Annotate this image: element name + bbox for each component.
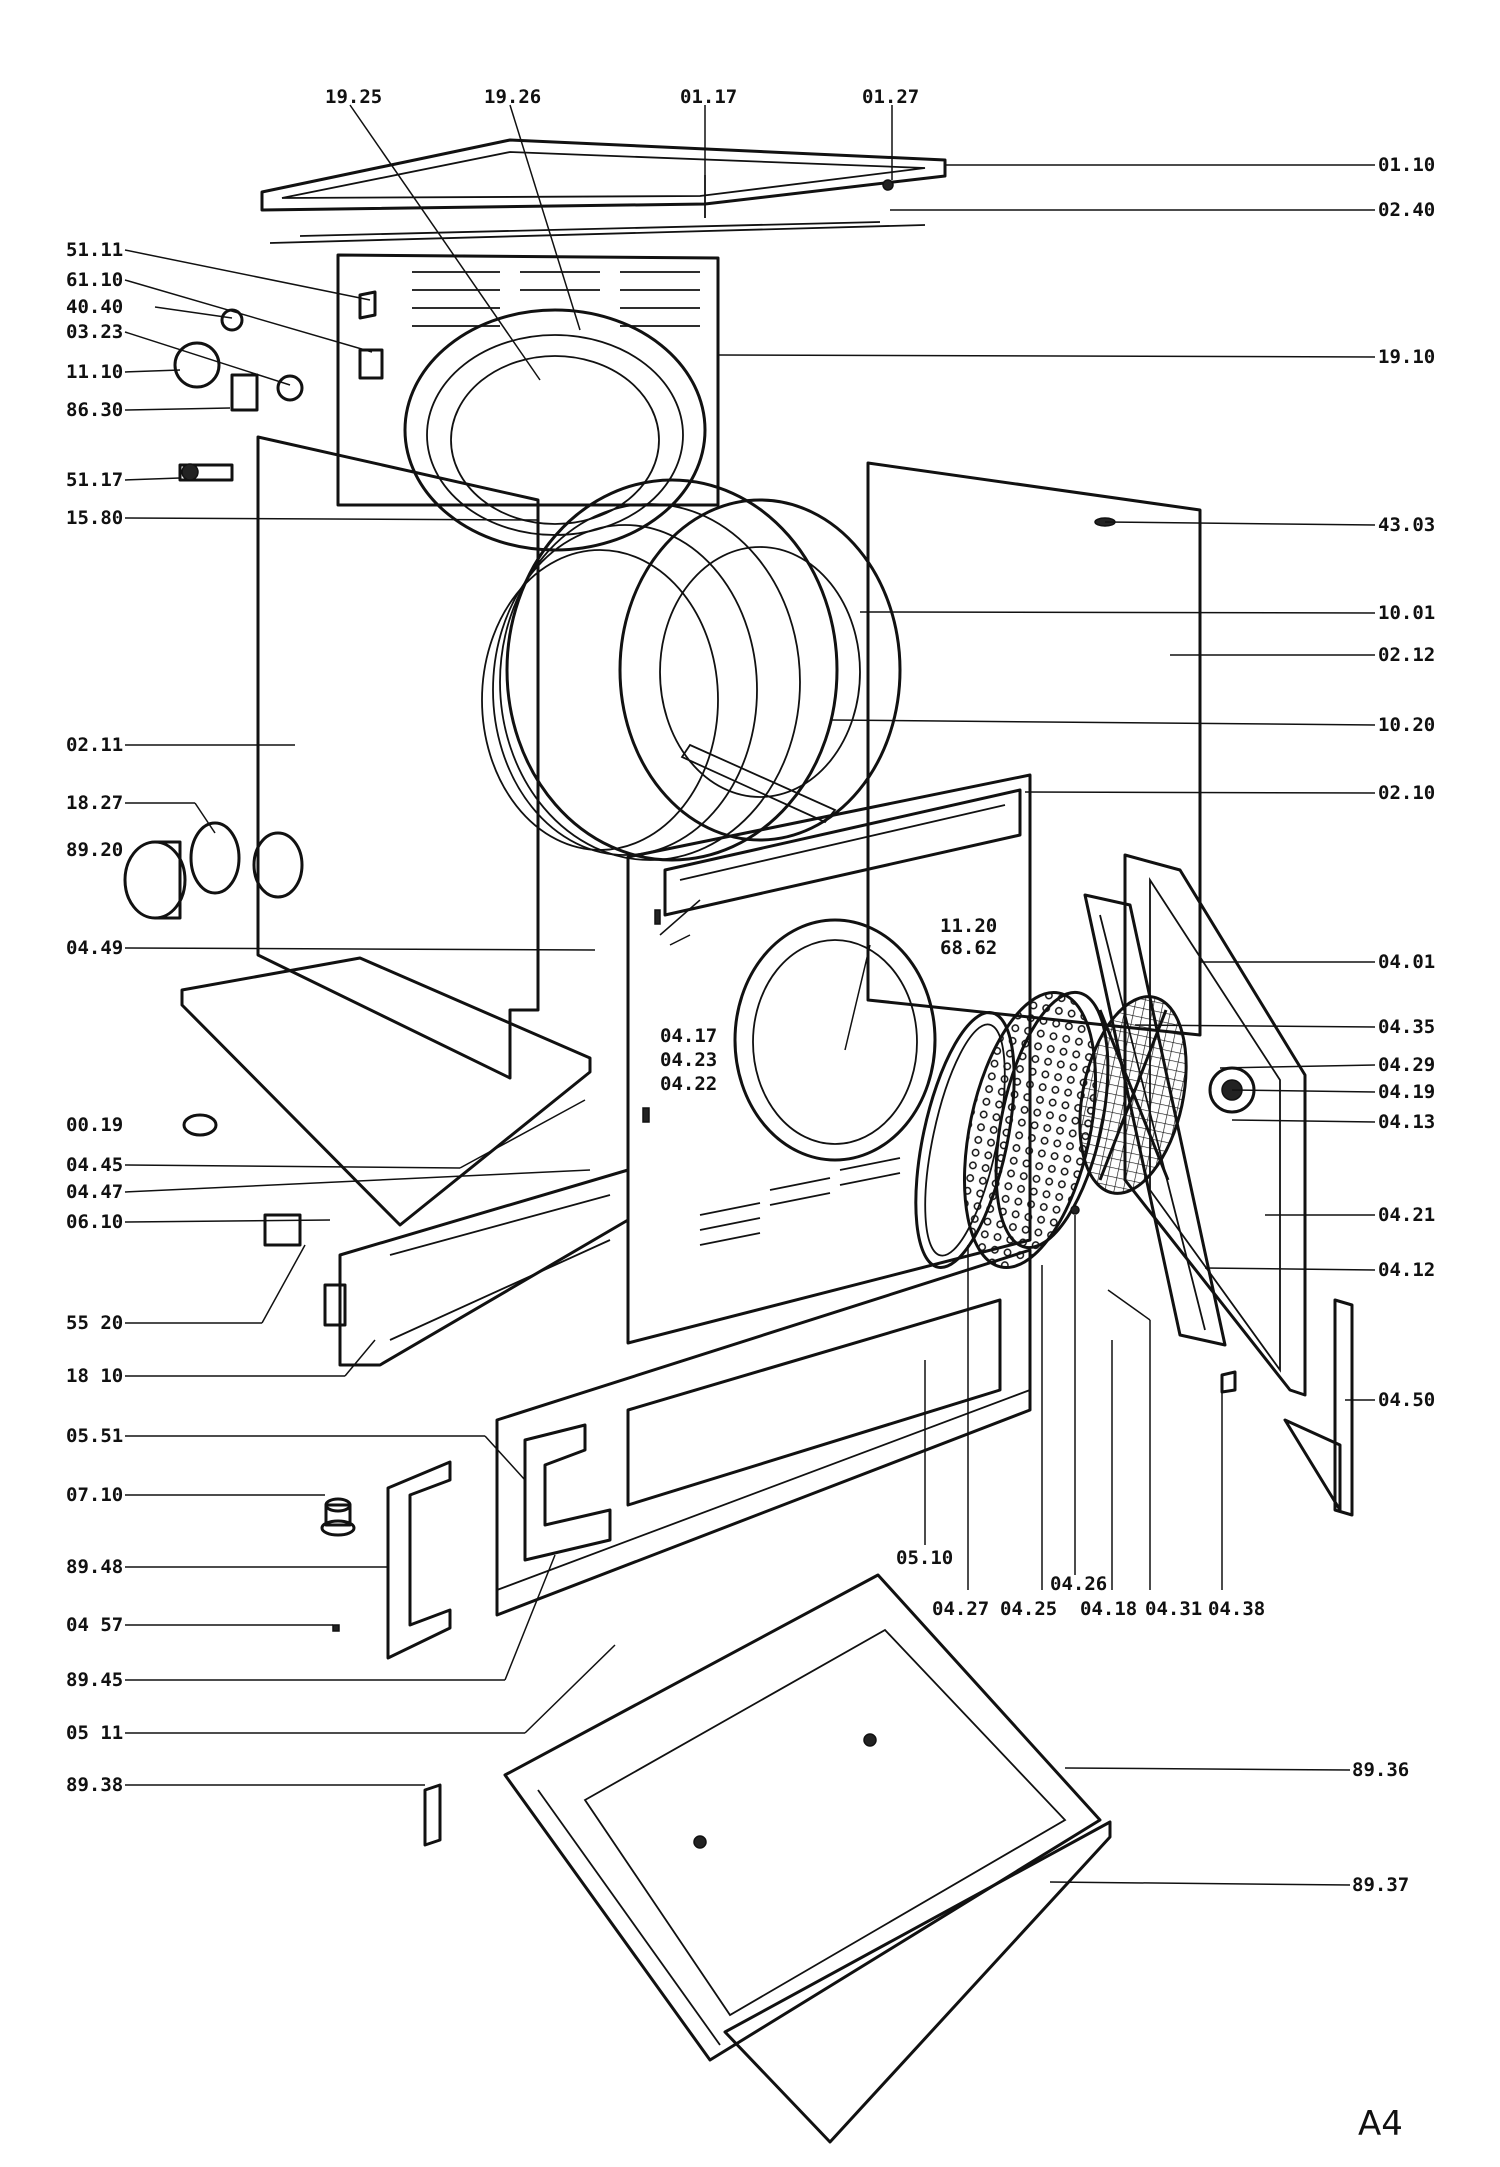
label-00-19: 00.19 [66,1114,123,1136]
label-15-80: 15.80 [66,507,123,529]
label-02-10: 02.10 [1378,782,1435,804]
leader-lines [124,104,1376,1886]
label-89-48: 89.48 [66,1556,123,1578]
label-02-40: 02.40 [1378,199,1435,221]
label-01-17: 01.17 [680,86,737,108]
right-side-panel [866,461,1202,1037]
label-43-03: 43.03 [1378,514,1435,536]
label-19-10: 19.10 [1378,346,1435,368]
bracket [386,1460,452,1660]
base-plate [180,956,592,1227]
label-04-29: 04.29 [1378,1054,1435,1076]
label-04-50: 04.50 [1378,1389,1435,1411]
label-04-31: 04.31 [1145,1598,1202,1620]
stand-frame [503,1573,1102,2062]
label-04-57: 04 57 [66,1614,123,1636]
label-04-01: 04.01 [1378,951,1435,973]
label-01-10: 01.10 [1378,154,1435,176]
label-61-10: 61.10 [66,269,123,291]
label-89-20: 89.20 [66,839,123,861]
label-89-37: 89.37 [1352,1874,1409,1896]
label-04-13: 04.13 [1378,1111,1435,1133]
label-19-26: 19.26 [484,86,541,108]
fan-grille [1078,995,1188,1195]
label-04-35: 04.35 [1378,1016,1435,1038]
top-cover [260,138,947,244]
label-89-45: 89.45 [66,1669,123,1691]
label-05-51: 05.51 [66,1425,123,1447]
label-02-11: 02.11 [66,734,123,756]
label-55-20: 55 20 [66,1312,123,1334]
label-07-10: 07.10 [66,1484,123,1506]
drum [481,478,902,862]
label-03-23: 03.23 [66,321,123,343]
label-05-10: 05.10 [896,1547,953,1569]
label-04-47: 04.47 [66,1181,123,1203]
pull-out-shelf [723,1820,1112,2144]
label-51-17: 51.17 [66,469,123,491]
label-05-11: 05 11 [66,1722,123,1744]
label-10-20: 10.20 [1378,714,1435,736]
label-19-25: 19.25 [325,86,382,108]
left-side-panel [252,435,540,1080]
adjustable-foot [320,1497,356,1537]
part-number-labels: 19.25 19.26 01.17 01.27 01.10 02.40 51.1… [66,86,1435,2144]
label-04-21: 04.21 [1378,1204,1435,1226]
label-04-19: 04.19 [1378,1081,1435,1103]
label-04-26: 04.26 [1050,1573,1107,1595]
page-marker: A4 [1358,2104,1403,2144]
kickplate [495,1248,1032,1617]
label-89-36: 89.36 [1352,1759,1409,1781]
label-04-45: 04.45 [66,1154,123,1176]
label-11-20: 11.20 [940,915,997,937]
label-04-17: 04.17 [660,1025,717,1047]
label-18-27: 18.27 [66,792,123,814]
label-04-38: 04.38 [1208,1598,1265,1620]
label-06-10: 06.10 [66,1211,123,1233]
label-40-40: 40.40 [66,296,123,318]
label-89-38: 89.38 [66,1774,123,1796]
base-chassis [263,1168,630,1367]
label-02-12: 02.12 [1378,644,1435,666]
rear-panel [336,253,720,552]
label-04-49: 04.49 [66,937,123,959]
small-parts-cluster [173,290,1237,1847]
label-04-23: 04.23 [660,1049,717,1071]
label-04-18: 04.18 [1080,1598,1137,1620]
label-86-30: 86.30 [66,399,123,421]
label-68-62: 68.62 [940,937,997,959]
label-18-10: 18 10 [66,1365,123,1387]
label-04-22: 04.22 [660,1073,717,1095]
label-51-11: 51.11 [66,239,123,261]
parts-drawing [123,138,1354,2144]
label-04-25: 04.25 [1000,1598,1057,1620]
label-11-10: 11.10 [66,361,123,383]
side-trim [1283,1298,1354,1517]
label-10-01: 10.01 [1378,602,1435,624]
control-knob [123,821,241,920]
label-04-12: 04.12 [1378,1259,1435,1281]
label-01-27: 01.27 [862,86,919,108]
label-04-27: 04.27 [932,1598,989,1620]
